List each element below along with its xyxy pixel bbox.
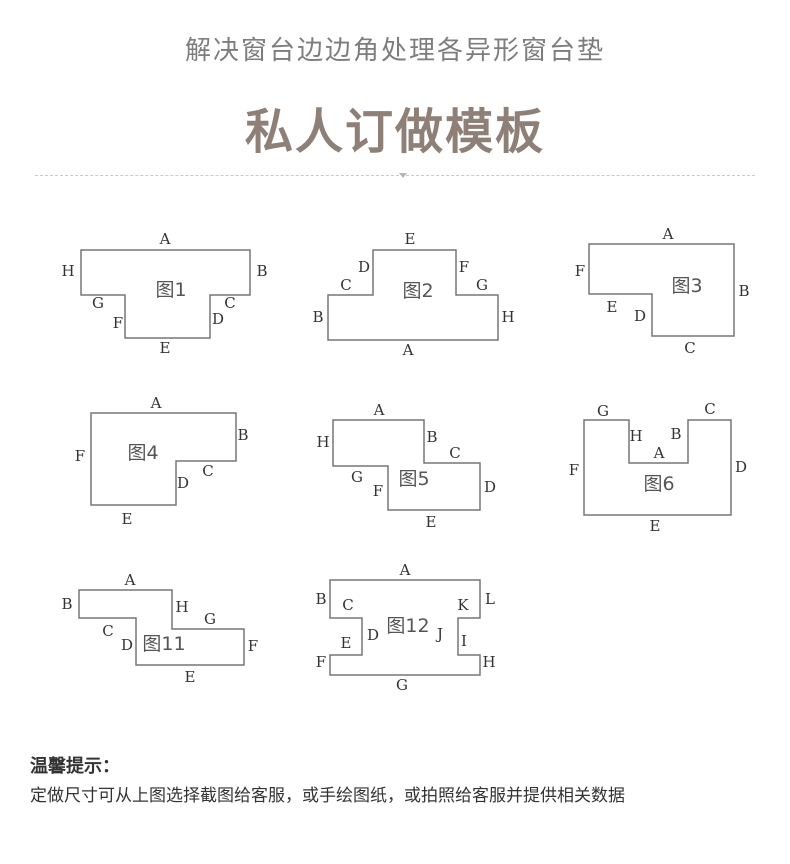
template-figure-4[interactable]: A B C D E F 图4: [75, 394, 249, 528]
edge-label-a: A: [399, 561, 411, 579]
edge-label-g: G: [351, 468, 363, 486]
edge-label-c: C: [202, 462, 213, 480]
edge-label-a: A: [159, 230, 171, 248]
edge-label-c: C: [102, 622, 113, 640]
edge-label-d: D: [484, 478, 496, 496]
edge-label-a: A: [124, 571, 136, 589]
edge-label-h: H: [175, 598, 188, 616]
shape-outline: [583, 419, 732, 516]
figure-title: 图4: [127, 442, 158, 464]
edge-label-a: A: [402, 341, 414, 359]
template-figure-5[interactable]: A B C D E F G H 图5: [316, 401, 496, 531]
edge-label-h: H: [61, 262, 74, 280]
edge-label-e: E: [160, 339, 171, 357]
edge-label-b: B: [312, 308, 323, 326]
edge-label-c: C: [704, 400, 715, 418]
template-figure-3[interactable]: A B C D E F 图3: [575, 225, 750, 357]
edge-label-j: J: [435, 625, 443, 643]
edge-label-d: D: [358, 258, 370, 276]
edge-label-d: D: [177, 474, 189, 492]
edge-label-b: B: [738, 282, 749, 300]
shape-outline: [588, 243, 735, 337]
edge-label-h: H: [629, 427, 642, 445]
edge-label-c: C: [340, 276, 351, 294]
page-title: 私人订做模板: [244, 104, 545, 160]
edge-label-g: G: [396, 676, 408, 694]
figure-title: 图12: [386, 615, 429, 637]
edge-label-l: L: [485, 590, 495, 608]
edge-label-b: B: [315, 590, 326, 608]
edge-label-f: F: [316, 653, 326, 671]
edge-label-a: A: [653, 444, 665, 462]
edge-label-c: C: [684, 339, 695, 357]
shape-outline: [329, 579, 481, 676]
edge-label-g: G: [92, 294, 104, 312]
edge-label-e: E: [341, 634, 352, 652]
template-figure-1[interactable]: A B C D E F G H 图1: [61, 230, 267, 357]
edge-label-e: E: [185, 668, 196, 686]
template-figure-11[interactable]: A B C D E F G H 图11: [61, 571, 258, 686]
shape-outline: [90, 412, 237, 506]
edge-label-h: H: [482, 653, 495, 671]
edge-label-e: E: [426, 513, 437, 531]
figure-title: 图3: [671, 275, 702, 297]
figure-title: 图11: [142, 633, 185, 655]
edge-label-b: B: [670, 425, 681, 443]
edge-label-e: E: [650, 517, 661, 535]
edge-label-f: F: [575, 262, 585, 280]
edge-label-c: C: [449, 444, 460, 462]
edge-label-f: F: [459, 258, 469, 276]
edge-label-b: B: [256, 262, 267, 280]
shape-templates: A B C D E F G H 图1 E D C F G B H A 图2 A …: [61, 225, 750, 694]
shape-outline: [80, 249, 251, 339]
tips-heading: 温馨提示：: [30, 756, 120, 777]
template-figure-2[interactable]: E D C F G B H A 图2: [312, 230, 514, 359]
edge-label-e: E: [122, 510, 133, 528]
shape-outline: [327, 249, 499, 341]
figure-title: 图6: [643, 473, 674, 495]
edge-label-i: I: [461, 632, 467, 650]
figure-title: 图2: [402, 280, 433, 302]
template-figure-6[interactable]: G C H B A F D E 图6: [569, 400, 747, 535]
edge-label-e: E: [607, 298, 618, 316]
shape-outline: [78, 589, 245, 666]
page-subtitle: 解决窗台边边角处理各异形窗台垫: [184, 36, 605, 66]
edge-label-a: A: [662, 225, 674, 243]
tips-body: 定做尺寸可从上图选择截图给客服，或手绘图纸，或拍照给客服并提供相关数据: [30, 786, 625, 806]
divider-arrow-icon: [399, 173, 407, 178]
edge-label-a: A: [373, 401, 385, 419]
edge-label-d: D: [735, 458, 747, 476]
edge-label-b: B: [426, 428, 437, 446]
edge-label-h: H: [501, 308, 514, 326]
edge-label-f: F: [373, 482, 383, 500]
edge-label-d: D: [121, 636, 133, 654]
edge-label-d: D: [634, 307, 646, 325]
edge-label-f: F: [569, 461, 579, 479]
template-figure-12[interactable]: A B C D E F G H I J K L 图12: [315, 561, 495, 694]
divider: [35, 175, 755, 176]
edge-label-k: K: [457, 596, 469, 614]
shape-outline: [332, 419, 481, 511]
edge-label-g: G: [476, 276, 488, 294]
edge-label-g: G: [597, 402, 609, 420]
edge-label-f: F: [113, 314, 123, 332]
edge-label-f: F: [248, 637, 258, 655]
figure-title: 图1: [155, 279, 186, 301]
edge-label-d: D: [212, 310, 224, 328]
figure-title: 图5: [398, 468, 429, 490]
edge-label-b: B: [237, 426, 248, 444]
edge-label-c: C: [224, 294, 235, 312]
edge-label-b: B: [61, 595, 72, 613]
edge-label-a: A: [150, 394, 162, 412]
edge-label-f: F: [75, 447, 85, 465]
edge-label-c: C: [342, 596, 353, 614]
edge-label-e: E: [405, 230, 416, 248]
edge-label-d: D: [367, 626, 379, 644]
edge-label-g: G: [204, 610, 216, 628]
edge-label-h: H: [316, 433, 329, 451]
